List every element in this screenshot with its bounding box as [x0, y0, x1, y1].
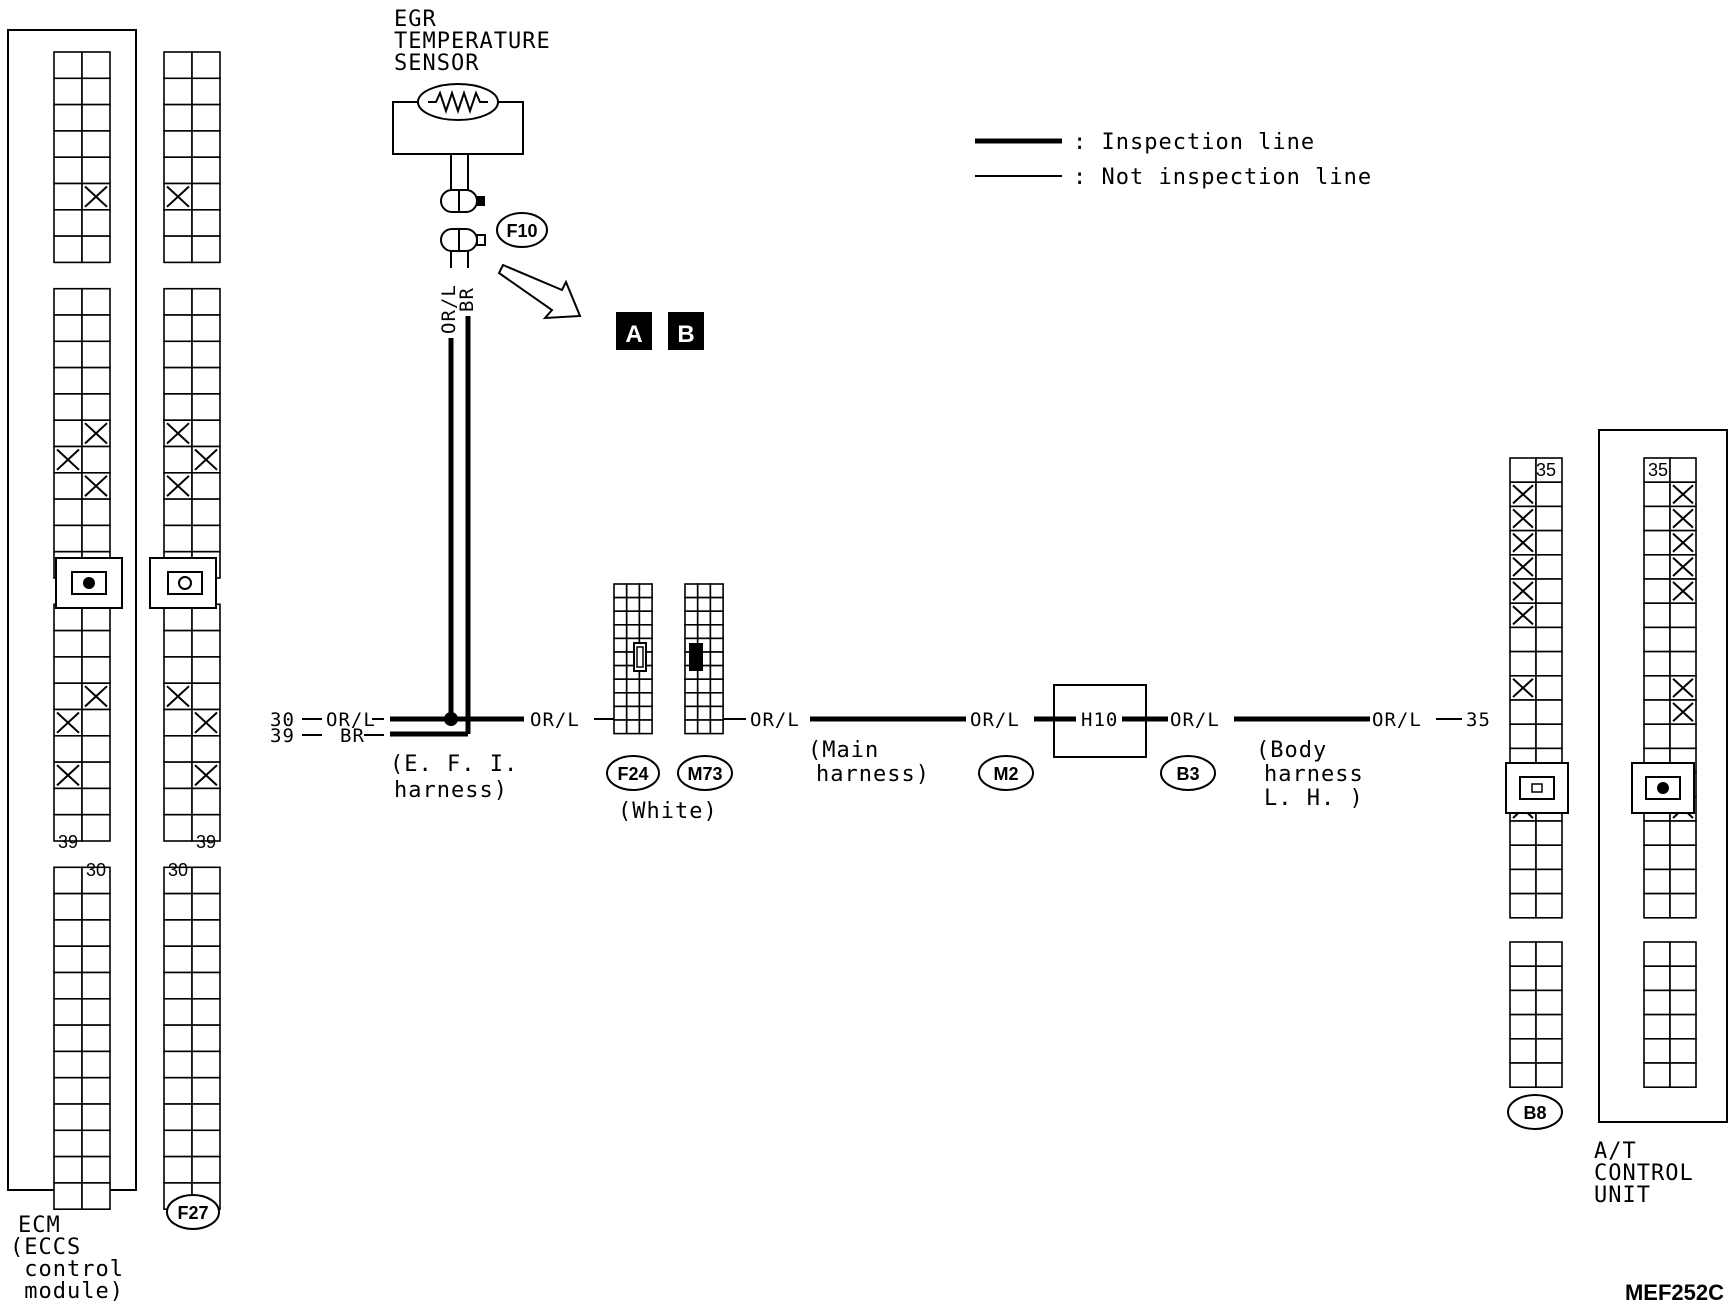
pin-39-left: 39 — [270, 725, 295, 747]
wire-orl-f24: OR/L — [530, 709, 580, 731]
figure-code: MEF252C — [1625, 1280, 1724, 1305]
f27-tag: F27 — [177, 1203, 208, 1223]
wire-orl-m2: OR/L — [970, 709, 1020, 731]
sensor-label-1: EGR — [394, 7, 437, 32]
white-note: (White) — [618, 799, 718, 824]
atcu-label-2: CONTROL — [1594, 1161, 1694, 1186]
ecm-label-4: module) — [10, 1279, 124, 1304]
b3-tag: B3 — [1176, 764, 1199, 784]
ecm-pin-39: 39 — [58, 832, 78, 852]
efi-harness-label-2: harness) — [394, 778, 508, 803]
f10-tag: F10 — [506, 221, 537, 241]
body-harness-label-2: harness — [1264, 762, 1364, 787]
at-control-unit: 35 A/T CONTROL UNIT — [1594, 429, 1728, 1208]
wire-br-ecm: BR — [340, 725, 365, 747]
main-harness-label-1: (Main — [808, 738, 879, 763]
reference-mark-a: A — [625, 321, 642, 348]
thermistor-icon — [428, 89, 488, 115]
main-harness-label-2: harness) — [816, 762, 930, 787]
ecm-pin-30: 30 — [86, 860, 106, 880]
sensor-label-3: SENSOR — [394, 51, 479, 76]
ecm-connector-grid — [53, 51, 111, 1211]
b8-connector-grid — [1509, 457, 1563, 1089]
junction-h10: H10 — [1081, 709, 1118, 731]
wires: 30 OR/L 39 BR OR/L (E. F. I. harness) OR… — [270, 316, 1491, 811]
f27-connector: 39 30 F27 — [149, 51, 221, 1230]
wire-orl-b3: OR/L — [1170, 709, 1220, 731]
egr-temperature-sensor: EGR TEMPERATURE SENSOR F10 OR/L BR — [392, 7, 551, 334]
wire-orl-m73: OR/L — [750, 709, 800, 731]
sensor-label-2: TEMPERATURE — [394, 29, 551, 54]
wire-br-vertical: BR — [456, 287, 478, 312]
pin-35-right: 35 — [1466, 709, 1491, 731]
f24-tag: F24 — [617, 764, 648, 784]
m2-tag: M2 — [993, 764, 1018, 784]
legend-not-inspection: : Not inspection line — [1073, 165, 1372, 190]
b8-pin-35: 35 — [1536, 460, 1556, 480]
atcu-label-1: A/T — [1594, 1139, 1637, 1164]
wire-orl-vertical: OR/L — [438, 284, 460, 334]
ecm-label-3: control — [10, 1257, 124, 1282]
b8-connector: 35 — [1505, 457, 1569, 1089]
atcu-label-3: UNIT — [1594, 1183, 1651, 1208]
wire-orl-b8: OR/L — [1372, 709, 1422, 731]
m73-connector-grid — [684, 583, 724, 735]
wire-orl-ecm: OR/L — [326, 709, 376, 731]
ecm-unit: 39 30 ECM (ECCS control module) — [7, 29, 137, 1304]
f27-pin-30: 30 — [168, 860, 188, 880]
pin-30-left: 30 — [270, 709, 295, 731]
f27-pin-39: 39 — [196, 832, 216, 852]
atcu-pin-35: 35 — [1648, 460, 1668, 480]
efi-harness-label-1: (E. F. I. — [390, 752, 518, 777]
ecm-label-2: (ECCS — [10, 1235, 81, 1260]
legend-inspection: : Inspection line — [1073, 130, 1315, 155]
ecm-label-1: ECM — [18, 1213, 61, 1238]
m73-tag: M73 — [687, 764, 722, 784]
body-harness-label-3: L. H. ) — [1264, 786, 1364, 811]
connector-tags: F24 M73 (White) M2 B3 B8 — [606, 755, 1563, 1130]
legend: : Inspection line : Not inspection line — [975, 130, 1372, 190]
reference-arrow-icon — [497, 263, 582, 320]
body-harness-label-1: (Body — [1256, 738, 1327, 763]
f27-connector-grid — [163, 51, 221, 1211]
reference-mark-b: B — [677, 321, 694, 348]
b8-tag: B8 — [1523, 1103, 1546, 1123]
